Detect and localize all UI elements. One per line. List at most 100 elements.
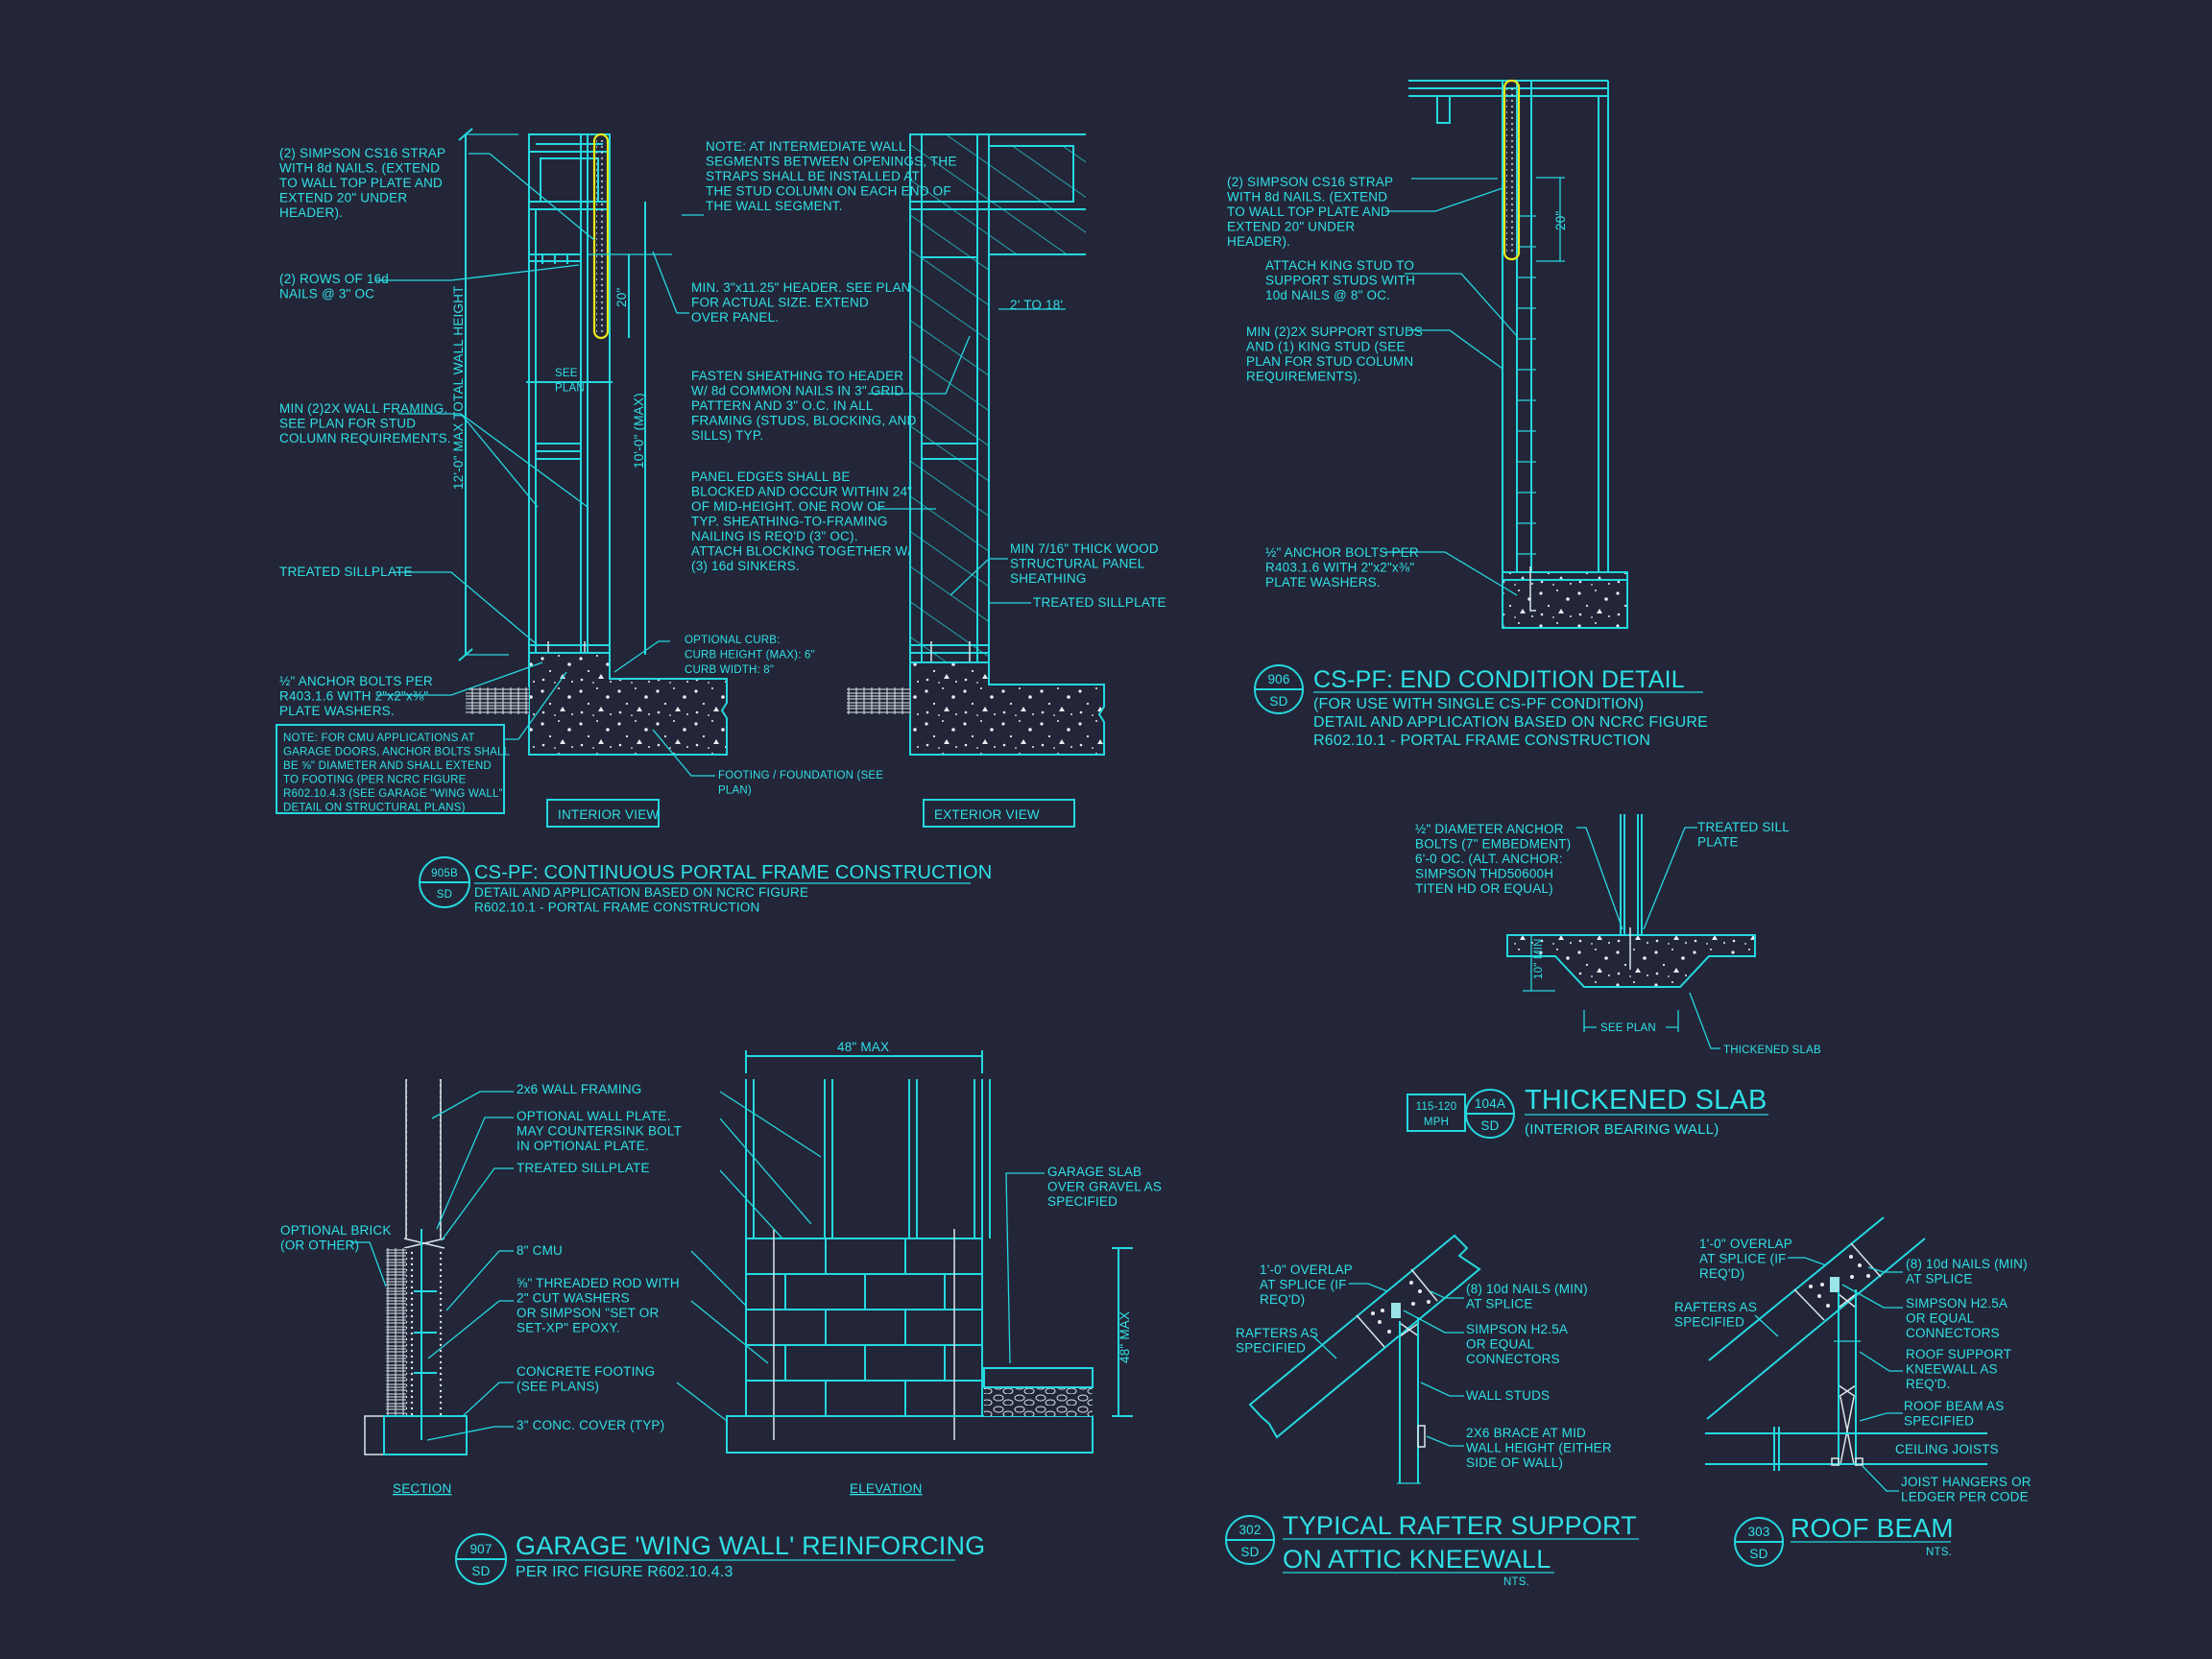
text-line: AT SPLICE (IF: [1699, 1252, 1787, 1266]
text-line: OPTIONAL CURB:: [685, 635, 781, 646]
text-line: TREATED SILLPLATE: [279, 565, 413, 579]
text-line: R602.10.4.3 (SEE GARAGE "WING WALL": [283, 788, 503, 800]
tag-number: 906: [1267, 672, 1289, 686]
text-line: OF MID-HEIGHT. ONE ROW OF: [691, 499, 885, 514]
text-line: KNEEWALL AS: [1906, 1362, 1998, 1377]
dim-slab-depth: 10" MIN: [1533, 938, 1545, 979]
text-line: REQ'D.: [1906, 1377, 1951, 1391]
text-line: OPTIONAL WALL PLATE.: [517, 1109, 671, 1123]
text-line: SEE: [555, 368, 578, 379]
text-line: W/ 8d COMMON NAILS IN 3" GRID: [691, 384, 903, 398]
note-nails: (8) 10d NAILS (MIN)AT SPLICE: [1466, 1282, 1588, 1311]
text-line: R602.10.1 - PORTAL FRAME CONSTRUCTION: [1313, 733, 1650, 749]
text-line: 1'-0" OVERLAP: [1699, 1237, 1792, 1251]
text-line: PLATE: [1697, 835, 1739, 850]
text-line: TO WALL TOP PLATE AND: [1227, 204, 1390, 219]
text-line: PLATE WASHERS.: [1265, 575, 1381, 589]
detail-tag-905b: 905B SD: [419, 856, 470, 908]
detail-tag-303: 303 SD: [1734, 1517, 1784, 1567]
text-line: TYP. SHEATHING-TO-FRAMING: [691, 515, 888, 529]
dim-strap-length: 20": [614, 288, 629, 307]
note-thickened-slab: THICKENED SLAB: [1723, 1045, 1821, 1056]
note-ceiling-joists: CEILING JOISTS: [1895, 1442, 1999, 1456]
text-line: EXTEND 20" UNDER: [279, 191, 407, 205]
detail-title: ROOF BEAM: [1791, 1513, 1954, 1543]
text-line: (SEE PLANS): [517, 1380, 599, 1394]
tag-sheet: SD: [1480, 1118, 1499, 1133]
text-line: TREATED SILLPLATE: [1033, 595, 1166, 610]
text-line: (8) 10d NAILS (MIN): [1466, 1282, 1588, 1296]
text-line: AT SPLICE (IF: [1260, 1278, 1347, 1292]
tag-number: 907: [469, 1542, 492, 1556]
text-line: SIMPSON H2.5A: [1466, 1322, 1568, 1336]
text-line: SEE PLAN FOR STUD: [279, 417, 416, 431]
text-line: MIN (2)2X WALL FRAMING.: [279, 401, 447, 416]
text-line: SUPPORT STUDS WITH: [1265, 274, 1415, 288]
dim-width-range: 2' TO 18': [1010, 298, 1063, 312]
text-line: TO FOOTING (PER NCRC FIGURE: [283, 775, 467, 786]
tag-sheet: SD: [471, 1564, 490, 1578]
text-line: (2) SIMPSON CS16 STRAP: [1227, 175, 1393, 189]
text-line: CONNECTORS: [1906, 1326, 2000, 1340]
text-line: 10d NAILS @ 8" OC.: [1265, 288, 1390, 302]
text-line: THICKENED SLAB: [1723, 1045, 1821, 1056]
text-line: GARAGE DOORS, ANCHOR BOLTS SHALL: [283, 747, 511, 758]
text-line: ATTACH BLOCKING TOGETHER W/: [691, 544, 911, 559]
text-line: (OR OTHER): [280, 1238, 359, 1253]
text-line: 1'-0" OVERLAP: [1260, 1262, 1353, 1277]
text-line: SPECIFIED: [1047, 1194, 1118, 1209]
text-line: MIN (2)2X SUPPORT STUDS: [1246, 325, 1423, 339]
text-line: OPTIONAL BRICK: [280, 1223, 392, 1238]
text-line: FOOTING / FOUNDATION (SEE: [718, 770, 883, 781]
text-line: AND (1) KING STUD (SEE: [1246, 340, 1406, 354]
text-line: RAFTERS AS: [1236, 1326, 1318, 1340]
text-line: MPH: [1424, 1117, 1449, 1128]
dim-strap-length: 20": [1553, 211, 1568, 230]
section-drawing: [350, 1079, 514, 1455]
text-line: STRUCTURAL PANEL: [1010, 557, 1145, 571]
text-line: BE ⅝" DIAMETER AND SHALL EXTEND: [283, 760, 492, 772]
note-optional-brick: OPTIONAL BRICK(OR OTHER): [280, 1223, 392, 1253]
text-line: DETAIL AND APPLICATION BASED ON NCRC FIG…: [1313, 714, 1708, 731]
detail-tag-906: 906 SD: [1254, 664, 1304, 714]
note-concrete-cover: 3" CONC. COVER (TYP): [517, 1418, 664, 1432]
text-line: THE STUD COLUMN ON EACH END OF: [706, 184, 951, 199]
text-line: WALL HEIGHT (EITHER: [1466, 1441, 1612, 1455]
text-line: HEADER).: [279, 205, 343, 220]
text-line: SET-XP" EPOXY.: [517, 1321, 620, 1335]
text-line: TITEN HD OR EQUAL): [1415, 881, 1553, 896]
detail-tag-907: 907 SD: [455, 1533, 507, 1585]
tag-sheet: SD: [1240, 1545, 1259, 1559]
text-line: DETAIL AND APPLICATION BASED ON NCRC FIG…: [474, 885, 808, 900]
text-line: R403.1.6 WITH 2"x2"x⅜": [1265, 561, 1414, 575]
text-line: TO WALL TOP PLATE AND: [279, 176, 443, 190]
detail-title: GARAGE 'WING WALL' REINFORCING: [516, 1531, 985, 1560]
note-wall-studs: WALL STUDS: [1466, 1388, 1550, 1403]
text-line: SPECIFIED: [1674, 1315, 1744, 1330]
note-treated-sillplate: TREATED SILLPLATE: [517, 1161, 650, 1175]
text-line: SIDE OF WALL): [1466, 1455, 1563, 1470]
text-line: TREATED SILL: [1697, 820, 1790, 834]
exterior-view-drawing: [847, 133, 1105, 756]
detail-subtitle: PER IRC FIGURE R602.10.4.3: [516, 1564, 733, 1580]
dim-see-plan: SEE PLAN: [1600, 1022, 1656, 1034]
text-line: MIN 7/16" THICK WOOD: [1010, 541, 1159, 556]
dim-width: 48" MAX: [837, 1040, 889, 1054]
text-line: CONCRETE FOOTING: [517, 1364, 655, 1379]
detail-title-line-1: TYPICAL RAFTER SUPPORT: [1283, 1511, 1637, 1540]
